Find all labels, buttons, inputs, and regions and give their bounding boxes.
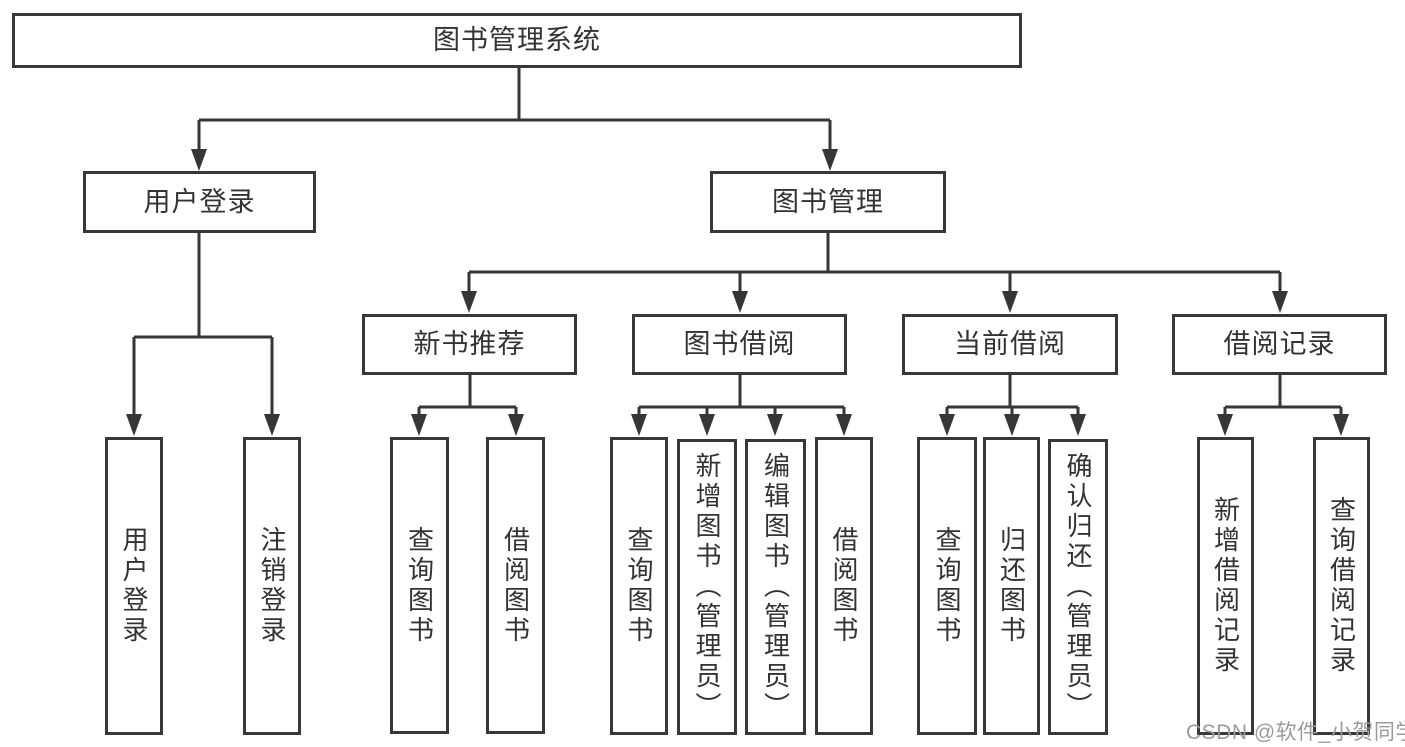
node-book-mgmt-label: 图书管理 (772, 186, 884, 217)
node-new-book-rec: 新书推荐 (362, 314, 577, 375)
node-br-add-record-label: 新增借阅记录 (1210, 496, 1241, 676)
connector-book-mgmt (467, 233, 1282, 293)
node-rec-borrow-books: 借阅图书 (486, 437, 545, 734)
node-borrow-records: 借阅记录 (1172, 314, 1387, 375)
arrow-icon (699, 414, 715, 436)
node-bb-query-books: 查询图书 (610, 437, 668, 735)
node-leaf-user-login-label: 用户登录 (119, 526, 149, 646)
arrow-icon (126, 414, 142, 436)
node-rec-borrow-books-label: 借阅图书 (500, 525, 531, 646)
arrow-icon (1217, 414, 1233, 436)
node-bb-borrow-books: 借阅图书 (815, 437, 873, 735)
node-rec-query-books: 查询图书 (390, 437, 449, 734)
connector-book-borrow (637, 375, 846, 416)
arrow-icon (767, 414, 783, 436)
node-cb-confirm-return: 确认归还（管理员） (1048, 439, 1108, 735)
node-cb-query-books-label: 查询图书 (932, 526, 962, 646)
arrowheads (126, 149, 1349, 436)
node-bb-borrow-books-label: 借阅图书 (829, 526, 859, 646)
node-leaf-user-login: 用户登录 (105, 437, 163, 735)
node-cb-return-books-label: 归还图书 (996, 526, 1027, 646)
node-leaf-logout-label: 注销登录 (257, 526, 287, 646)
node-cb-confirm-return-label: 确认归还（管理员） (1063, 452, 1093, 722)
arrow-icon (1002, 291, 1018, 313)
node-current-borrow: 当前借阅 (902, 314, 1118, 375)
node-bb-query-books-label: 查询图书 (624, 526, 654, 646)
node-br-query-record-label: 查询借阅记录 (1326, 496, 1357, 676)
connector-root (197, 68, 832, 151)
arrow-icon (1333, 414, 1349, 436)
arrow-icon (264, 414, 280, 436)
arrow-icon (461, 291, 477, 313)
arrow-icon (1272, 291, 1288, 313)
node-cb-return-books: 归还图书 (983, 437, 1040, 735)
arrow-icon (836, 414, 852, 436)
connector-user-login (132, 233, 274, 416)
node-borrow-records-label: 借阅记录 (1223, 329, 1336, 359)
node-bb-add-books: 新增图书（管理员） (677, 439, 737, 735)
node-current-borrow-label: 当前借阅 (954, 329, 1066, 359)
node-new-book-rec-label: 新书推荐 (413, 329, 526, 359)
node-root: 图书管理系统 (12, 13, 1022, 68)
node-root-label: 图书管理系统 (433, 25, 601, 55)
node-br-query-record: 查询借阅记录 (1313, 437, 1370, 735)
arrow-icon (631, 414, 647, 436)
node-user-login: 用户登录 (83, 171, 316, 233)
arrow-icon (732, 291, 748, 313)
node-rec-query-books-label: 查询图书 (404, 525, 435, 646)
node-book-borrow-label: 图书借阅 (683, 329, 796, 359)
arrow-icon (411, 414, 427, 436)
node-bb-add-books-label: 新增图书（管理员） (692, 452, 722, 722)
arrow-icon (191, 149, 207, 171)
connector-current-borrow (945, 375, 1080, 416)
connector-borrow-records (1223, 375, 1343, 416)
arrow-icon (508, 414, 524, 436)
node-user-login-label: 用户登录 (143, 186, 256, 217)
node-book-borrow: 图书借阅 (632, 314, 847, 375)
node-bb-edit-books: 编辑图书（管理员） (745, 439, 806, 735)
node-bb-edit-books-label: 编辑图书（管理员） (760, 452, 791, 722)
arrow-icon (1004, 414, 1020, 436)
arrow-icon (1070, 414, 1086, 436)
csdn-watermark: CSDN @软件_小贺同学 (1186, 721, 1405, 744)
node-br-add-record: 新增借阅记录 (1197, 437, 1254, 735)
arrow-icon (822, 149, 838, 171)
arrow-icon (939, 414, 955, 436)
connector-new-book-rec (417, 375, 518, 416)
node-book-mgmt: 图书管理 (710, 171, 946, 233)
node-leaf-logout: 注销登录 (243, 437, 301, 735)
node-cb-query-books: 查询图书 (917, 437, 977, 735)
